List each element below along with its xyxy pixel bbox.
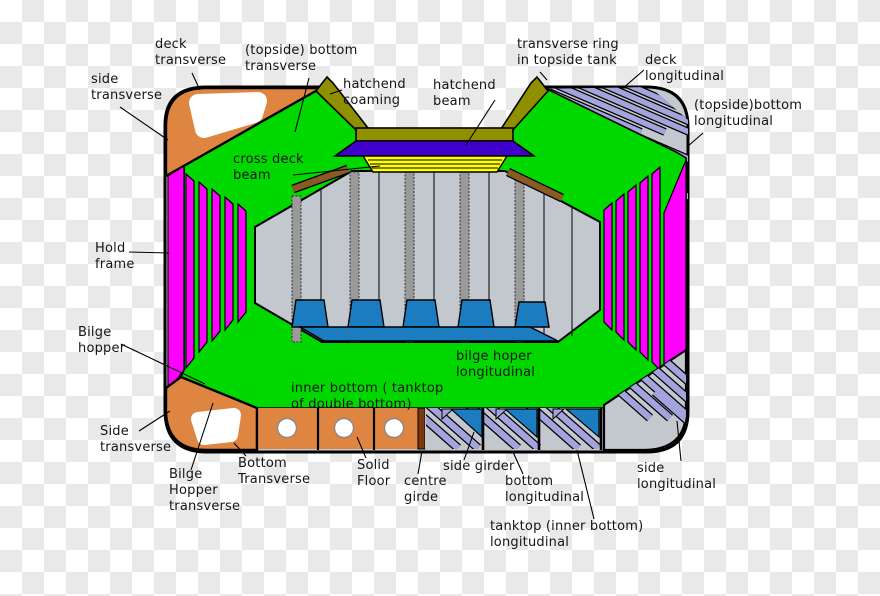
label-hatchend-coaming: hatchend coaming [343,77,406,108]
double-bottom-longitudinal-bays [425,408,603,450]
topside-tank-port [164,86,326,179]
label-topside-bottom-transverse: (topside) bottom transverse [245,43,358,74]
label-cross-deck-beam: cross deck beam [233,152,304,183]
label-bilge-hopper-longitudinal: bilge hoper longitudinal [456,349,536,380]
label-bottom-transverse: Bottom Transverse [238,456,311,487]
centre-girder-web [417,407,426,450]
label-topside-bottom-longitudinal: (topside)bottom longitudinal [694,98,803,129]
double-bottom-floors [255,407,426,450]
label-bilge-hopper-transverse: Bilge Hopper transverse [169,467,241,514]
label-centre-girder: centre girde [404,474,447,505]
label-tanktop-longitudinal: tanktop (inner bottom) longitudinal [490,519,644,550]
label-hold-frame: Hold frame [95,241,135,272]
label-solid-floor: Solid Floor [357,458,391,489]
label-side-girder: side girder [443,459,515,474]
hatchend-coaming-bar [355,127,514,142]
label-deck-longitudinal: deck longitudinal [645,53,725,84]
tanktop-blue [291,299,559,342]
hatchend-beam-plate [332,140,537,157]
label-hatchend-beam: hatchend beam [433,78,496,109]
label-side-transverse-bottom: Side transverse [100,424,172,455]
cross-deck-beams [361,155,509,173]
bilge-corner-manhole [191,408,241,445]
hatch-coaming-slopes [314,75,550,132]
label-bottom-longitudinal: bottom longitudinal [505,474,585,505]
label-inner-bottom: inner bottom ( tanktop of double bottom) [291,381,444,412]
transverse-ring-web [499,75,550,132]
label-transverse-ring: transverse ring in topside tank [517,37,619,68]
label-deck-transverse: deck transverse [155,37,227,68]
floor-lightening-holes [276,417,405,439]
topside-tank-manhole [189,92,267,138]
label-side-transverse-top: side transverse [91,72,163,103]
hold-frames-port [167,164,247,393]
label-bilge-hopper: Bilge hopper [78,325,126,356]
hatch-coaming-port-slope [314,75,370,132]
leader-lines [119,69,704,520]
label-side-longitudinal: side longitudinal [637,461,717,492]
tanktop-longitudinal-flanges [441,408,566,421]
